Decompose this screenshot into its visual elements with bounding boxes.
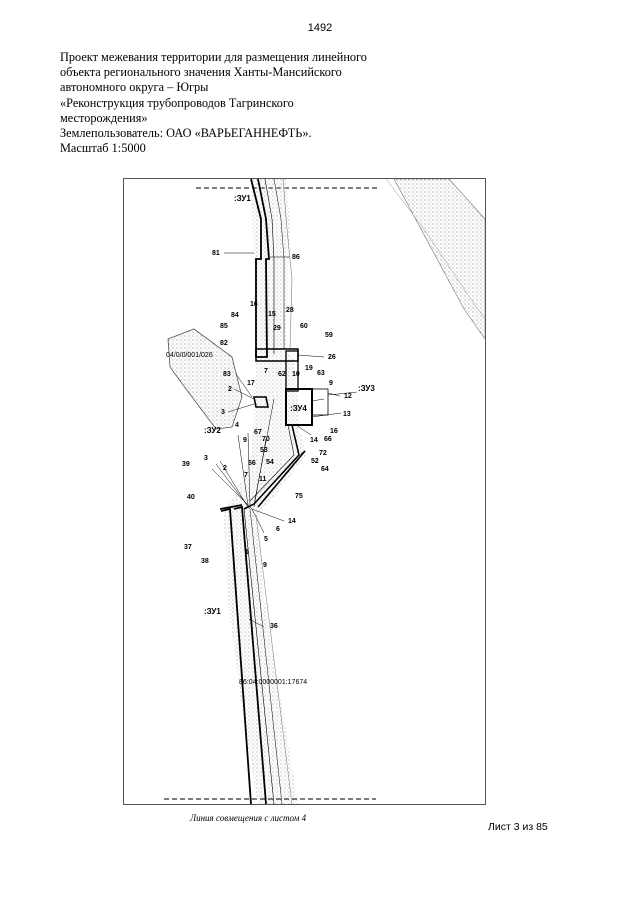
zone-zu1-lower xyxy=(220,505,267,804)
corridor-line xyxy=(273,179,285,349)
point-label: 6 xyxy=(276,526,280,533)
point-label: 3 xyxy=(204,455,208,462)
corridor-line xyxy=(255,514,293,804)
point-label: 26 xyxy=(328,354,336,361)
point-label: 4 xyxy=(235,422,239,429)
zone-label: :ЗУ2 xyxy=(204,426,221,435)
point-label: 53 xyxy=(260,447,268,454)
point-label: 66 xyxy=(324,436,332,443)
forest-area-left xyxy=(167,328,243,430)
point-label: 9 xyxy=(243,437,247,444)
corridor-line xyxy=(249,508,283,804)
map-frame: :ЗУ1 :ЗУ2 :ЗУ3 :ЗУ4 :ЗУ1 04/0/0/001/026 … xyxy=(123,178,486,805)
point-label: 13 xyxy=(343,411,351,418)
point-label: 28 xyxy=(286,307,294,314)
point-label: 16 xyxy=(250,301,258,308)
page-number: 1492 xyxy=(307,22,333,34)
pipeline-thin xyxy=(249,424,295,502)
point-label: 2 xyxy=(223,465,227,472)
point-label: 36 xyxy=(270,623,278,630)
point-label: 29 xyxy=(273,325,281,332)
sheet-label: Лист 3 из 85 xyxy=(488,821,548,833)
point-label: 15 xyxy=(268,311,276,318)
point-label: 85 xyxy=(220,323,228,330)
forest-area-upper-right xyxy=(393,179,485,340)
point-label: 37 xyxy=(184,544,192,551)
corridor-line xyxy=(243,508,275,804)
pipeline-diagonal xyxy=(243,424,306,510)
title-line: «Реконструкция трубопроводов Тагринского xyxy=(60,95,294,110)
title-line: Землепользователь: ОАО «ВАРЬЕГАННЕФТЬ». xyxy=(60,126,312,141)
point-label: 11 xyxy=(259,476,267,483)
point-label: 3 xyxy=(221,409,225,416)
combination-line-caption: Линия совмещения с листом 4 xyxy=(190,813,307,823)
parcel-box-right xyxy=(285,350,299,392)
point-label: 60 xyxy=(300,323,308,330)
point-label: 83 xyxy=(223,371,231,378)
zone-label: :ЗУ1 xyxy=(234,194,251,203)
point-label: 40 xyxy=(187,494,195,501)
zone-zu3-box xyxy=(311,388,329,416)
point-label: 81 xyxy=(212,250,220,257)
point-label: 70 xyxy=(262,436,270,443)
zone-label: :ЗУ4 xyxy=(290,404,307,413)
title-line: Масштаб 1:5000 xyxy=(60,141,146,156)
point-label: 63 xyxy=(317,370,325,377)
survey-map: :ЗУ1 :ЗУ2 :ЗУ3 :ЗУ4 :ЗУ1 04/0/0/001/026 … xyxy=(164,179,485,804)
point-label: 9 xyxy=(263,562,267,569)
point-label: 7 xyxy=(264,368,268,375)
point-label: 14 xyxy=(310,437,318,444)
title-line: месторождения» xyxy=(60,110,148,125)
title-line: объекта регионального значения Ханты-Ман… xyxy=(60,65,342,80)
cadastral-number: 86:04:0000001:17674 xyxy=(239,679,307,686)
forest-edge-line xyxy=(385,179,485,320)
small-parcel xyxy=(253,396,269,408)
zone-zu1-upper xyxy=(250,179,270,358)
cadastral-number: 04/0/0/001/026 xyxy=(166,352,213,359)
point-label: 7 xyxy=(244,472,248,479)
title-line: автономного округа – Югры xyxy=(60,80,209,95)
title-line: Проект межевания территории для размещен… xyxy=(60,50,367,64)
point-label: 17 xyxy=(247,380,255,387)
point-label: 75 xyxy=(295,493,303,500)
point-label: 86 xyxy=(292,254,300,261)
point-label: 72 xyxy=(319,450,327,457)
point-label: 56 xyxy=(248,460,256,467)
point-label: 64 xyxy=(321,466,329,473)
point-label: 54 xyxy=(266,459,274,466)
radiating-lines xyxy=(211,398,285,534)
point-label: 16 xyxy=(330,428,338,435)
point-label: 2 xyxy=(228,386,232,393)
point-label: 38 xyxy=(201,558,209,565)
zone-zu1-lower-cap xyxy=(219,504,243,510)
point-label: 59 xyxy=(325,332,333,339)
point-label: 84 xyxy=(231,312,239,319)
point-label: 9 xyxy=(329,380,333,387)
point-label: 62 xyxy=(278,371,286,378)
zone-label: :ЗУ1 xyxy=(204,607,221,616)
point-label: 14 xyxy=(288,518,296,525)
leader-lines xyxy=(224,252,358,628)
point-label: 19 xyxy=(305,365,313,372)
point-label: 5 xyxy=(264,536,268,543)
corridor-line xyxy=(264,179,275,354)
point-label: 82 xyxy=(220,340,228,347)
point-label: 67 xyxy=(254,429,262,436)
point-label: 1 xyxy=(245,549,249,556)
corridor-line xyxy=(282,179,293,350)
point-label: 10 xyxy=(292,371,300,378)
title-block: Проект межевания территории для размещен… xyxy=(60,50,390,156)
point-label: 39 xyxy=(182,461,190,468)
point-label: 52 xyxy=(311,458,319,465)
zone-label: :ЗУ3 xyxy=(358,384,375,393)
point-label: 12 xyxy=(344,393,352,400)
